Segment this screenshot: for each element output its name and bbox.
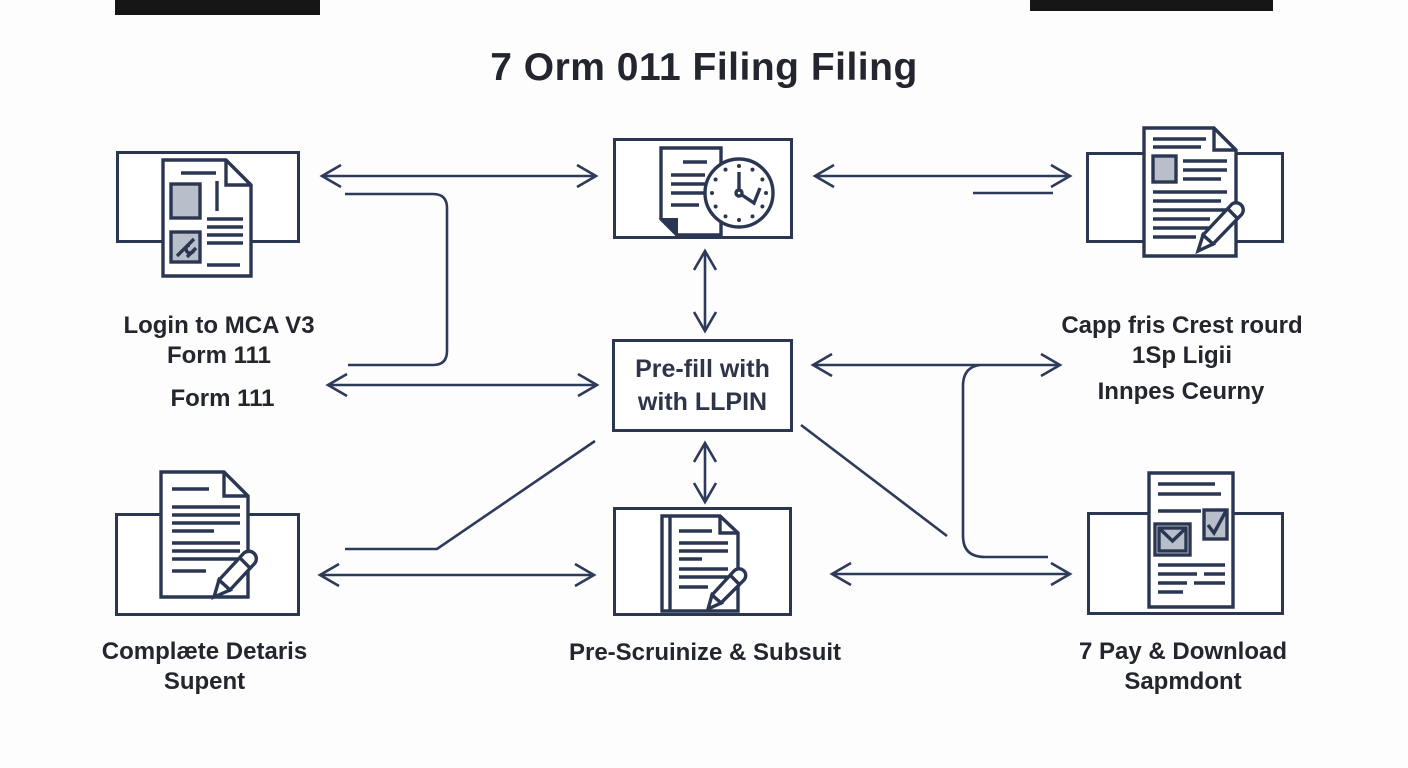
folded-corner [222,472,248,498]
arrow-vertical-bottom [692,440,718,505]
cropped-text-artifact-left [115,0,320,15]
document-pencil-icon [1142,126,1245,258]
login-form-document-icon [161,158,253,278]
arrow-top-right [812,163,1073,195]
pencil-icon [211,549,259,601]
login-sublabel: Form 111 [170,385,275,412]
envelope-flap [1157,526,1188,544]
pencil-icon [1195,201,1245,255]
prefill-label-line2: with LLPIN [637,387,768,416]
capture-label-line2: 1Sp Ligii [1131,342,1232,369]
arrow-vertical-top [692,248,718,334]
login-label-line1: Login to MCA V3 [123,312,315,339]
pay-label-line1: 7 Pay & Download [1078,638,1288,665]
arrow-bottom-left [317,562,597,588]
folded-corner [718,516,738,535]
arrow-top-left [319,163,599,189]
prefill-label-line1: Pre-fill with [635,355,770,383]
cropped-text-artifact-right [1030,0,1273,11]
connector-curve-right [961,363,1048,559]
login-label: Login to MCA V3 Form 111 [88,311,350,371]
connector-diagonal-left [345,439,596,551]
capture-sublabel: Innpes Ceurny [1097,378,1265,405]
document-pencil-icon [159,470,259,601]
photo-placeholder [169,182,202,220]
folded-corner [658,218,678,238]
document-outline [159,470,250,599]
capture-label-line1: Capp fris Crest rourd [1061,312,1303,339]
clock-center [734,188,744,198]
photo-placeholder [1151,154,1178,184]
connector-diagonal-right [800,423,948,538]
folded-corner [1212,128,1236,152]
folded-corner [224,160,251,187]
document-pencil-icon [660,514,748,613]
document-clock-icon [658,146,775,238]
pay-label-line2: Sapmdont [1124,668,1242,695]
complete-label-line1: Complæte Detaris [101,638,308,665]
pay-label: 7 Pay & Download Sapmdont [1052,637,1314,697]
capture-label: Capp fris Crest rourd 1Sp Ligii [1038,311,1326,371]
arrow-bottom-right [829,561,1073,587]
clock-hour-hand [738,187,762,206]
complete-label-line2: Supent [163,668,246,695]
complete-label: Complæte Detaris Supent [72,637,337,697]
node-box-prefill: Pre-fill with with LLPIN [612,339,793,432]
connector-bracket-left [345,192,449,367]
scrutinize-label: Pre-Scruinize & Subsuit [568,639,842,666]
login-label-line2: Form 111 [166,342,272,369]
document-checklist-icon [1147,471,1235,609]
arrow-right-middle [810,352,1063,378]
pencil-icon [705,567,748,613]
page-title: 7 Orm 011 Filing Filing [490,46,918,89]
arrow-left-middle [325,372,600,398]
pen-mark [175,237,198,259]
check-mark [1206,510,1228,537]
clock-ticks [710,164,768,222]
